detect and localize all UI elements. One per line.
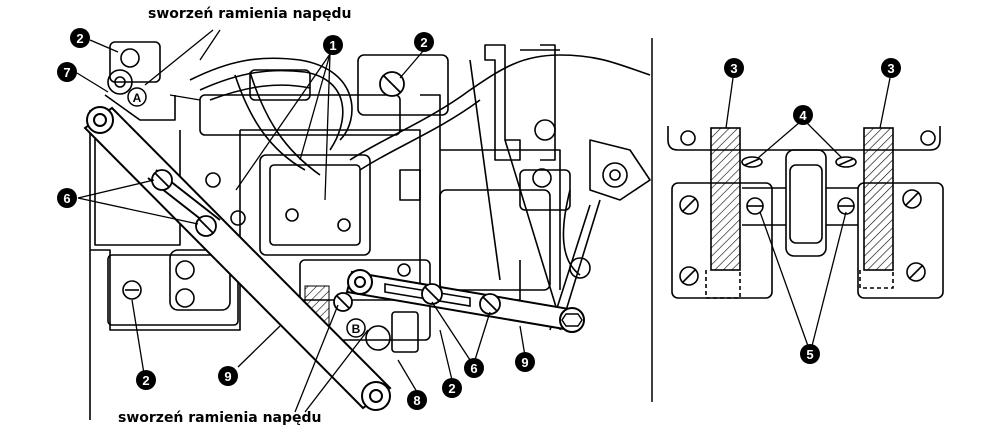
svg-text:8: 8 bbox=[413, 393, 420, 408]
svg-text:2: 2 bbox=[420, 35, 427, 50]
svg-text:2: 2 bbox=[76, 31, 83, 46]
callout-5: 5 bbox=[800, 344, 820, 364]
leader-lines-left bbox=[76, 29, 526, 413]
callout-4: 4 bbox=[793, 105, 813, 125]
callout-6-left: 6 bbox=[57, 188, 77, 208]
svg-text:1: 1 bbox=[329, 38, 336, 53]
caption-drive-arm-pin-top: sworzeń ramienia napędu bbox=[148, 6, 352, 22]
machine-body bbox=[89, 41, 651, 420]
caption-drive-arm-pin-bottom: sworzeń ramienia napędu bbox=[118, 410, 322, 426]
marker-a: A bbox=[127, 87, 147, 107]
leader-lines-right bbox=[725, 77, 891, 347]
svg-text:A: A bbox=[133, 91, 142, 105]
callout-6-right: 6 bbox=[464, 358, 484, 378]
svg-text:3: 3 bbox=[887, 61, 894, 76]
marker-b: B bbox=[346, 318, 366, 338]
callout-9-left: 9 bbox=[218, 366, 238, 386]
svg-text:2: 2 bbox=[142, 373, 149, 388]
svg-text:6: 6 bbox=[470, 361, 477, 376]
svg-text:9: 9 bbox=[521, 355, 528, 370]
svg-text:5: 5 bbox=[806, 347, 813, 362]
arm-3-right bbox=[863, 127, 894, 271]
svg-text:2: 2 bbox=[448, 381, 455, 396]
callout-3-right: 3 bbox=[881, 58, 901, 78]
svg-text:3: 3 bbox=[730, 61, 737, 76]
callout-2-top-left: 2 bbox=[70, 28, 90, 48]
svg-text:6: 6 bbox=[63, 191, 70, 206]
svg-text:9: 9 bbox=[224, 369, 231, 384]
callout-2-bottom-center: 2 bbox=[442, 378, 462, 398]
callout-3-left: 3 bbox=[724, 58, 744, 78]
drive-arm-left bbox=[83, 106, 392, 411]
callout-7: 7 bbox=[57, 62, 77, 82]
callout-2-top-right: 2 bbox=[414, 32, 434, 52]
callout-2-bottom-left: 2 bbox=[136, 370, 156, 390]
screws-6 bbox=[151, 169, 501, 315]
arm-3-left bbox=[710, 127, 741, 271]
svg-text:7: 7 bbox=[63, 65, 70, 80]
callout-8: 8 bbox=[407, 390, 427, 410]
screws-2 bbox=[333, 71, 405, 312]
callout-1: 1 bbox=[323, 35, 343, 55]
svg-text:4: 4 bbox=[799, 108, 807, 123]
svg-text:B: B bbox=[352, 322, 361, 336]
callout-9-right: 9 bbox=[515, 352, 535, 372]
drive-arm-right bbox=[345, 269, 585, 333]
detail-view bbox=[667, 126, 944, 299]
